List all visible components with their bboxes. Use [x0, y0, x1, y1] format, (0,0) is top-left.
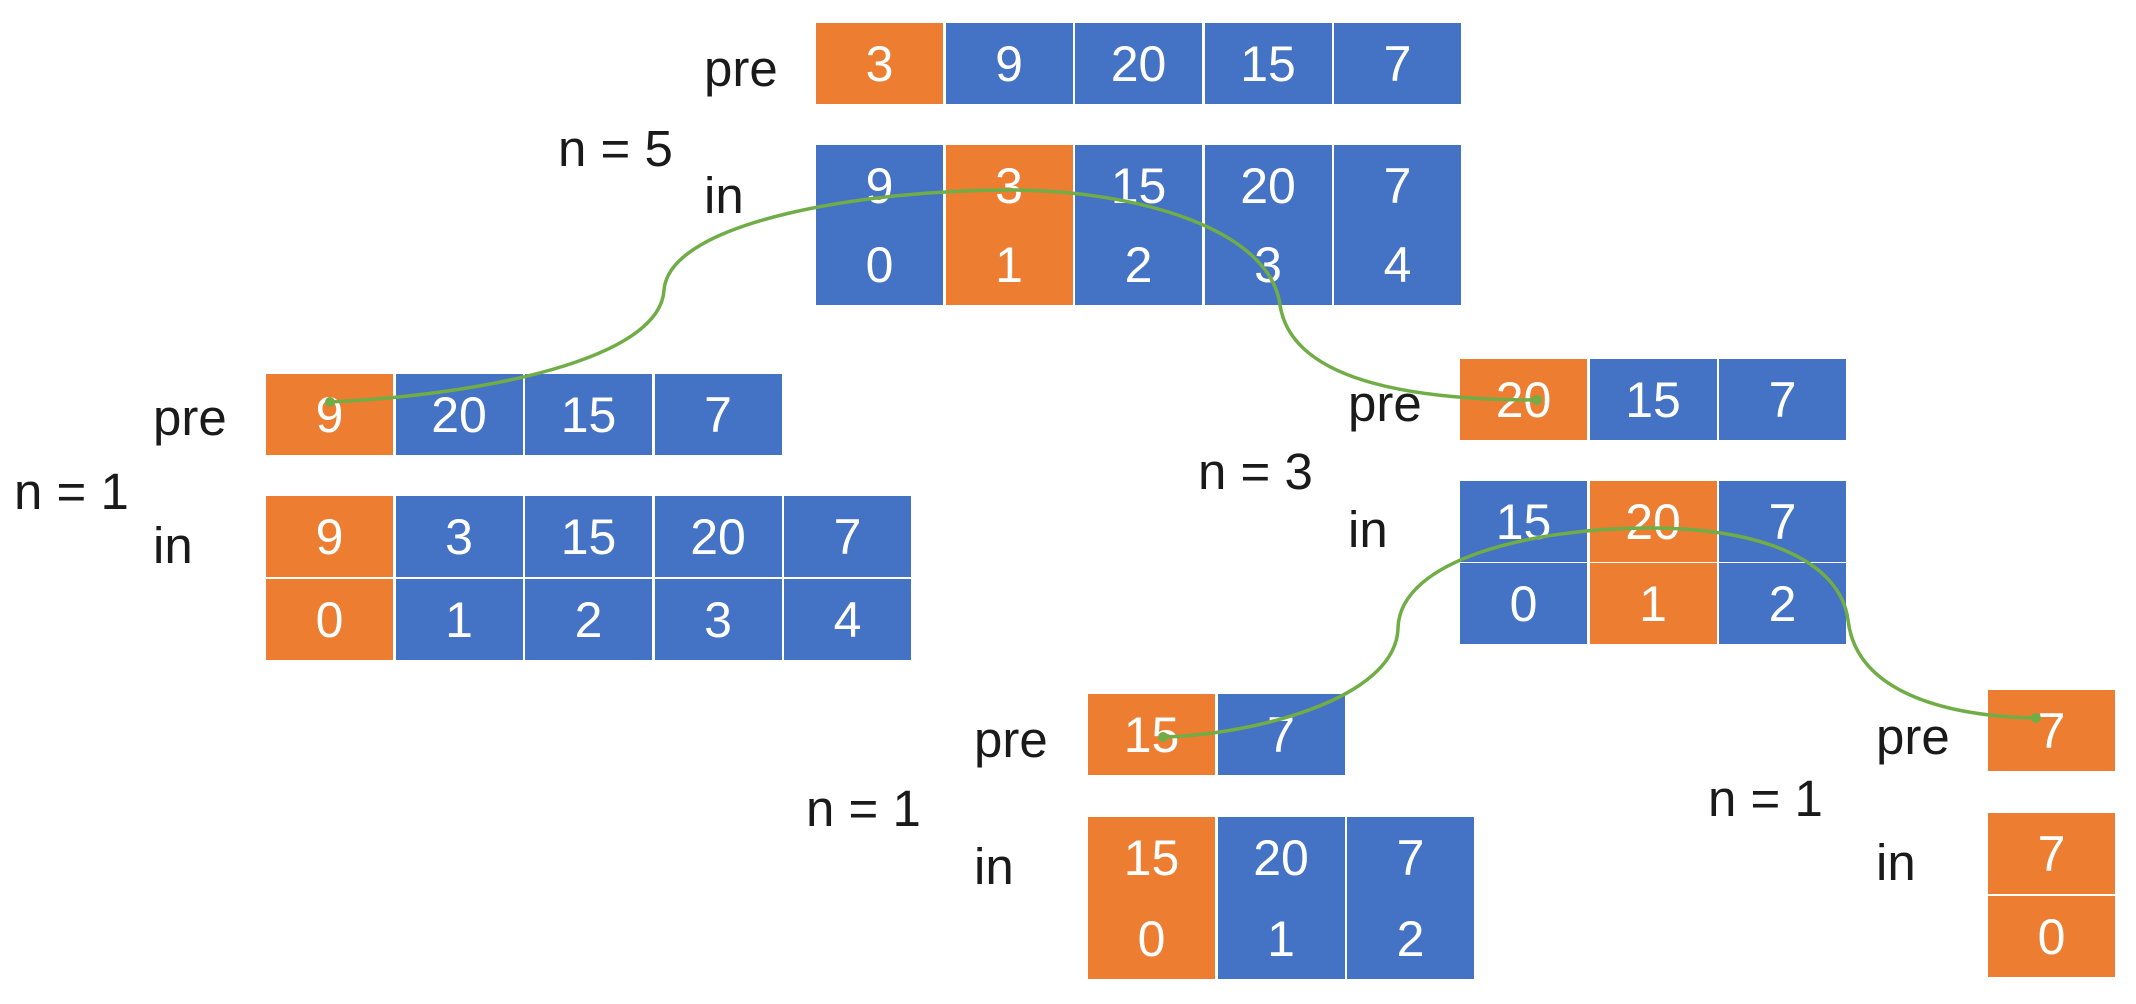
- node-3-in-cell: 7: [1347, 817, 1474, 898]
- node-0-index-cell: 2: [1075, 224, 1202, 305]
- node-0-index-cell: 0: [816, 224, 943, 305]
- node-4-pre-array: 7: [1988, 690, 2115, 771]
- node-2-index-cell: 2: [1719, 563, 1846, 644]
- node-1-pre-cell: 9: [266, 374, 393, 455]
- node-3-index-cell: 2: [1347, 898, 1474, 979]
- node-2-pre-cell: 20: [1460, 359, 1587, 440]
- node-0-pre-cell: 7: [1334, 23, 1461, 104]
- node-3-in-label: in: [974, 838, 1014, 895]
- node-1-n-label: n = 1: [14, 463, 129, 520]
- node-0-pre-cell: 20: [1075, 23, 1202, 104]
- node-0-in-label: in: [704, 167, 744, 224]
- node-2-index-cell: 1: [1589, 563, 1717, 644]
- node-4-in-array: 7: [1988, 813, 2115, 894]
- node-0-pre-cell: 9: [945, 23, 1073, 104]
- node-4-index-array: 0: [1988, 896, 2115, 977]
- node-3-pre-cell: 15: [1088, 694, 1215, 775]
- node-2-in-label: in: [1348, 501, 1388, 558]
- node-3-pre-label: pre: [974, 711, 1048, 768]
- node-3-in-cell: 15: [1088, 817, 1215, 898]
- node-1-index-cell: 0: [266, 579, 393, 660]
- node-0-pre-cell: 3: [816, 23, 943, 104]
- node-1-index-cell: 2: [525, 579, 652, 660]
- node-2-pre-label: pre: [1348, 375, 1422, 432]
- node-0-in-cell: 9: [816, 145, 943, 226]
- node-4-index-cell: 0: [1988, 896, 2115, 977]
- node-0-in-cell: 7: [1334, 145, 1461, 226]
- node-1-in-cell: 7: [784, 496, 911, 577]
- node-1-index-cell: 3: [654, 579, 782, 660]
- node-2-pre-cell: 15: [1589, 359, 1717, 440]
- node-1-index-cell: 1: [395, 579, 523, 660]
- node-0-in-cell: 15: [1075, 145, 1202, 226]
- node-4-in-cell: 7: [1988, 813, 2115, 894]
- node-1-in-label: in: [153, 517, 193, 574]
- node-4-in-label: in: [1876, 834, 1916, 891]
- node-2-in-cell: 20: [1589, 481, 1717, 562]
- node-3-in-cell: 20: [1217, 817, 1345, 898]
- node-1-pre-label: pre: [153, 389, 227, 446]
- node-0-index-cell: 1: [945, 224, 1073, 305]
- node-3-pre-cell: 7: [1217, 694, 1345, 775]
- node-1-pre-cell: 20: [395, 374, 523, 455]
- node-2-pre-cell: 7: [1719, 359, 1846, 440]
- node-1-in-cell: 15: [525, 496, 652, 577]
- node-0-n-label: n = 5: [558, 120, 673, 177]
- node-0-in-cell: 3: [945, 145, 1073, 226]
- node-1-in-cell: 20: [654, 496, 782, 577]
- node-0-index-cell: 4: [1334, 224, 1461, 305]
- node-4-pre-label: pre: [1876, 708, 1950, 765]
- node-3-index-cell: 0: [1088, 898, 1215, 979]
- node-1-pre-cell: 7: [654, 374, 782, 455]
- node-2-in-cell: 15: [1460, 481, 1587, 562]
- node-0-in-cell: 20: [1204, 145, 1332, 226]
- node-3-n-label: n = 1: [806, 780, 921, 837]
- node-4-n-label: n = 1: [1708, 770, 1823, 827]
- node-2-index-cell: 0: [1460, 563, 1587, 644]
- node-2-n-label: n = 3: [1198, 443, 1313, 500]
- node-1-in-cell: 3: [395, 496, 523, 577]
- node-0-pre-cell: 15: [1204, 23, 1332, 104]
- node-2-in-cell: 7: [1719, 481, 1846, 562]
- node-1-pre-cell: 15: [525, 374, 652, 455]
- node-4-pre-cell: 7: [1988, 690, 2115, 771]
- node-1-in-cell: 9: [266, 496, 393, 577]
- node-0-index-cell: 3: [1204, 224, 1332, 305]
- node-3-index-cell: 1: [1217, 898, 1345, 979]
- node-0-pre-label: pre: [704, 40, 778, 97]
- node-1-index-cell: 4: [784, 579, 911, 660]
